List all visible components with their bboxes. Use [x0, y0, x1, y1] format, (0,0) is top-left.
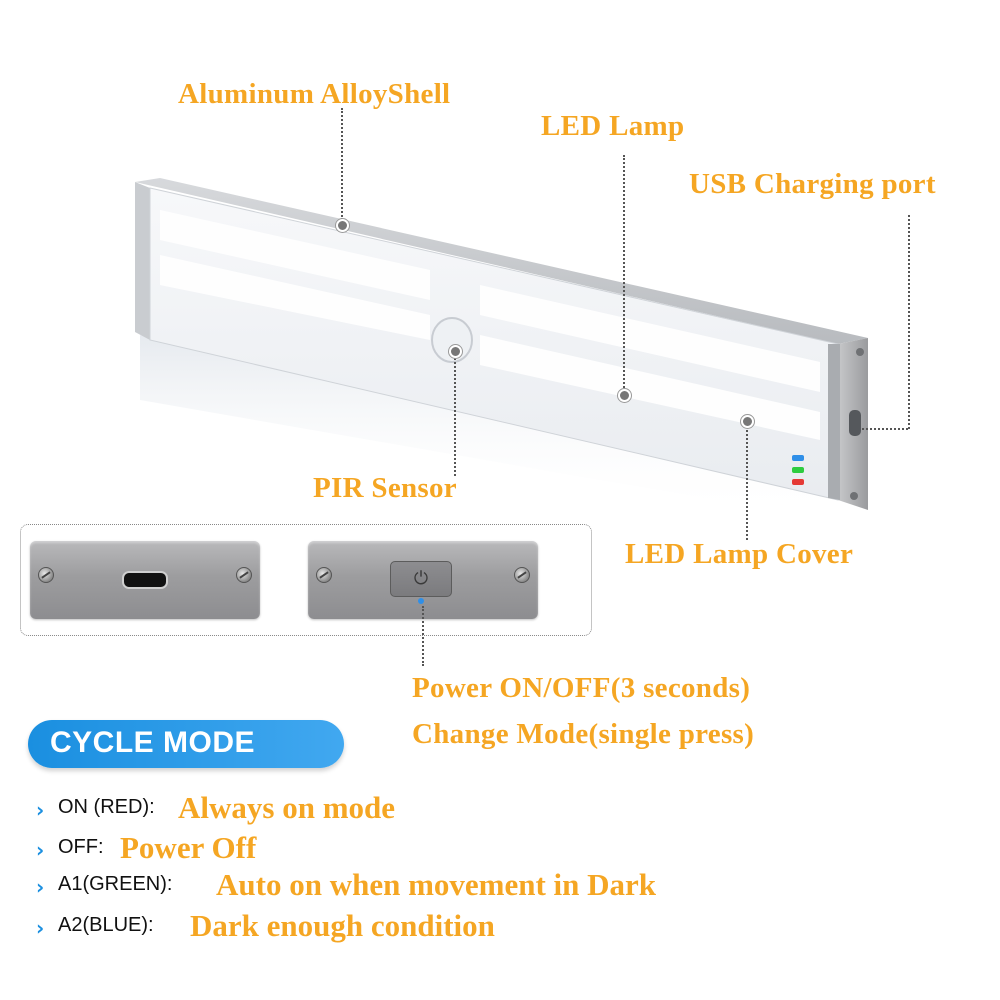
callout-lamp-cover: LED Lamp Cover [625, 538, 854, 570]
usb-end-cap [30, 541, 260, 619]
cover-leader-line [746, 422, 748, 540]
screw-icon [38, 567, 54, 583]
mode-item-off: › OFF: Power Off [36, 830, 636, 870]
mode-item-on: › ON (RED): Always on mode [36, 790, 636, 830]
cycle-mode-title: CYCLE MODE [50, 726, 256, 759]
mode-desc: Power Off [120, 830, 257, 865]
callout-usb-port: USB Charging port [689, 168, 936, 200]
mode-desc: Always on mode [178, 790, 396, 825]
cap-screw-bottom [850, 492, 858, 500]
callout-aluminum-shell: Aluminum AlloyShell [178, 78, 451, 110]
cap-screw-top [856, 348, 864, 356]
callout-pir-sensor: PIR Sensor [313, 472, 457, 504]
mode-item-a2: › A2(BLUE): Dark enough condition [36, 908, 736, 948]
shell-point [336, 219, 349, 232]
indicator-red [792, 479, 804, 485]
shell-leader-line [341, 108, 343, 220]
chevron-right-icon: › [36, 798, 45, 822]
screw-icon [316, 567, 332, 583]
power-icon: ⏻ [413, 568, 429, 589]
led-lamp-leader-line [623, 155, 625, 395]
led-rows [160, 210, 820, 440]
power-leader-line [422, 606, 424, 666]
usb-leader-line [908, 215, 910, 429]
pir-leader-line [454, 354, 456, 476]
mode-key: A1(GREEN): [58, 873, 173, 895]
usb-c-port-icon [122, 571, 168, 589]
pir-point [449, 345, 462, 358]
power-button[interactable]: ⏻ [390, 561, 452, 597]
aluminum-shell-top [135, 178, 868, 344]
chevron-right-icon: › [36, 838, 45, 862]
led-lamp-point [618, 389, 631, 402]
screw-icon [236, 567, 252, 583]
right-cap-edge [828, 344, 840, 500]
mode-key: OFF: [58, 836, 104, 858]
led-bar-graphic [135, 178, 868, 520]
usb-port-slot [849, 410, 861, 436]
bar-reflection [140, 335, 830, 520]
blue-led-indicator [418, 598, 424, 604]
mode-desc: Dark enough condition [190, 908, 495, 943]
callout-led-lamp: LED Lamp [541, 110, 685, 142]
pir-sensor-dome [431, 317, 473, 363]
cover-point [741, 415, 754, 428]
device-illustration [135, 178, 868, 520]
indicator-green [792, 467, 804, 473]
mode-key: A2(BLUE): [58, 914, 154, 936]
chevron-right-icon: › [36, 916, 45, 940]
usb-leader-horizontal [862, 428, 908, 430]
left-end [135, 182, 150, 340]
power-instruction-line1: Power ON/OFF(3 seconds) [412, 672, 751, 704]
chevron-right-icon: › [36, 875, 45, 899]
end-caps-panel [20, 524, 592, 636]
mode-key: ON (RED): [58, 796, 155, 818]
mode-item-a1: › A1(GREEN): Auto on when movement in Da… [36, 867, 836, 907]
mode-desc: Auto on when movement in Dark [216, 867, 657, 902]
power-instruction-line2: Change Mode(single press) [412, 718, 755, 750]
cycle-mode-badge: CYCLE MODE [28, 720, 344, 768]
indicator-blue [792, 455, 804, 461]
screw-icon [514, 567, 530, 583]
